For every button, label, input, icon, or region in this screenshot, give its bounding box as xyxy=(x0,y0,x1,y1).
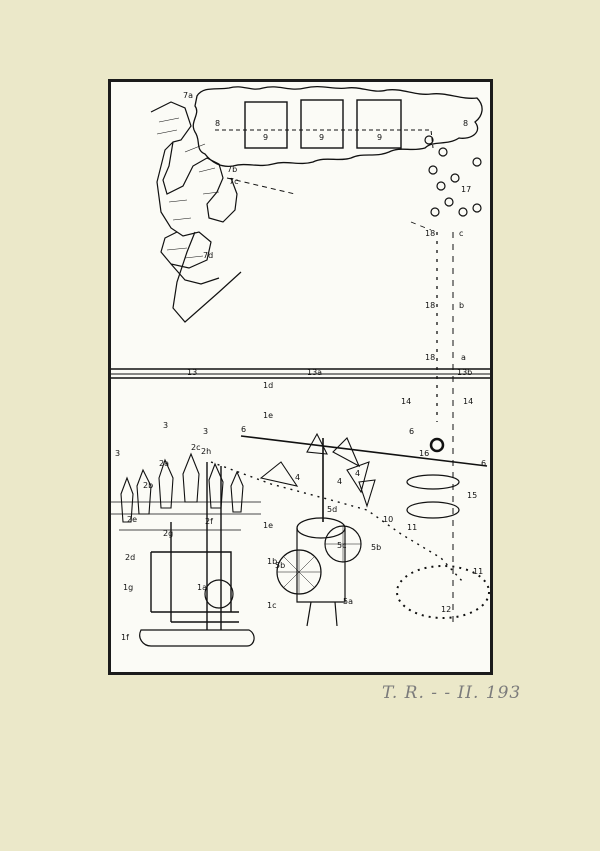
label-10: 10 xyxy=(383,515,393,524)
label-c: c xyxy=(459,229,463,238)
label-2d: 2d xyxy=(125,553,135,562)
draft-piston-1 xyxy=(244,101,288,149)
label-13a: 13a xyxy=(307,368,322,377)
label-5b-right: 5b xyxy=(371,543,381,552)
bride-figure xyxy=(150,101,242,323)
label-9-c: 9 xyxy=(377,133,382,142)
bride-shading xyxy=(156,117,220,259)
label-5c: 5c xyxy=(337,541,347,550)
shots-stars xyxy=(424,135,482,217)
label-12: 12 xyxy=(441,605,451,614)
milky-way-cloud xyxy=(192,85,483,168)
label-2c: 2c xyxy=(191,443,201,452)
malic-lines xyxy=(111,501,261,531)
glider-frame xyxy=(150,462,239,630)
label-5a: 5a xyxy=(343,597,353,606)
grinder-drum xyxy=(296,528,346,603)
water-wheel xyxy=(204,579,234,609)
label-3-b: 3 xyxy=(163,421,168,430)
label-1c: 1c xyxy=(267,601,277,610)
label-18-top: 18 xyxy=(425,229,435,238)
dashed-guide xyxy=(410,221,432,231)
ring-15b xyxy=(406,501,460,519)
draft-piston-3 xyxy=(356,99,402,149)
label-1d: 1d xyxy=(263,381,273,390)
label-2a: 2a xyxy=(159,459,169,468)
label-7d: 7d xyxy=(203,251,213,260)
label-1e-top: 1e xyxy=(263,411,273,420)
malic-molds xyxy=(120,452,244,523)
label-2b: 2b xyxy=(143,481,153,490)
tracks-1f xyxy=(139,629,255,647)
label-9-b: 9 xyxy=(319,133,324,142)
label-8-left: 8 xyxy=(215,119,220,128)
label-4-a: 4 xyxy=(295,473,300,482)
label-17: 17 xyxy=(461,185,471,194)
label-6-a: 6 xyxy=(241,425,246,434)
grinder-legs xyxy=(306,601,338,627)
scissors-rod xyxy=(240,435,488,467)
label-3-a: 3 xyxy=(115,449,120,458)
sieves-cones xyxy=(259,432,376,508)
label-1f: 1f xyxy=(121,633,129,642)
label-2f: 2f xyxy=(205,517,213,526)
dashed-ray xyxy=(226,177,296,195)
label-2g: 2g xyxy=(163,529,173,538)
label-1e-low: 1e xyxy=(263,521,273,530)
grinder-drum-top xyxy=(296,517,346,539)
ring-15a xyxy=(406,474,460,490)
dashed-path-upper xyxy=(215,129,434,149)
label-7b: 7b xyxy=(227,165,237,174)
label-7a: 7a xyxy=(183,91,193,100)
label-18-low: 18 xyxy=(425,353,435,362)
dotted-ellipse-12 xyxy=(396,565,490,619)
label-16: 16 xyxy=(419,449,429,458)
dotted-trajectory xyxy=(210,461,464,583)
label-a: a xyxy=(461,353,466,362)
label-1b: 1b xyxy=(267,557,277,566)
label-13b: 13b xyxy=(457,368,472,377)
label-2h: 2h xyxy=(201,447,211,456)
label-9-a: 9 xyxy=(263,133,268,142)
print-plate: 7a 8 9 9 9 8 7b 7c 7d 17 18 c 18 b 18 a … xyxy=(108,79,493,675)
label-15: 15 xyxy=(467,491,477,500)
roller-spokes xyxy=(277,526,361,594)
label-4-c: 4 xyxy=(355,469,360,478)
label-3-c: 3 xyxy=(203,427,208,436)
label-14-left: 14 xyxy=(401,397,411,406)
label-18-mid: 18 xyxy=(425,301,435,310)
label-2e: 2e xyxy=(127,515,137,524)
label-4-b: 4 xyxy=(337,477,342,486)
ring-16 xyxy=(429,437,445,453)
label-5d: 5d xyxy=(327,505,337,514)
draft-piston-2 xyxy=(300,99,344,149)
label-11-b: 11 xyxy=(473,567,483,576)
pencil-signature: T. R. - - II. 193 xyxy=(382,683,522,703)
label-8-right: 8 xyxy=(463,119,468,128)
label-14-right: 14 xyxy=(463,397,473,406)
label-1a: 1a xyxy=(197,583,207,592)
label-7c: 7c xyxy=(229,177,239,186)
label-6-b: 6 xyxy=(409,427,414,436)
label-13: 13 xyxy=(187,368,197,377)
diagram-drawing: 7a 8 9 9 9 8 7b 7c 7d 17 18 c 18 b 18 a … xyxy=(111,85,490,647)
label-5b-left: 5b xyxy=(275,561,285,570)
label-1g: 1g xyxy=(123,583,133,592)
label-6-c: 6 xyxy=(481,459,486,468)
label-11-a: 11 xyxy=(407,523,417,532)
label-b: b xyxy=(459,301,464,310)
